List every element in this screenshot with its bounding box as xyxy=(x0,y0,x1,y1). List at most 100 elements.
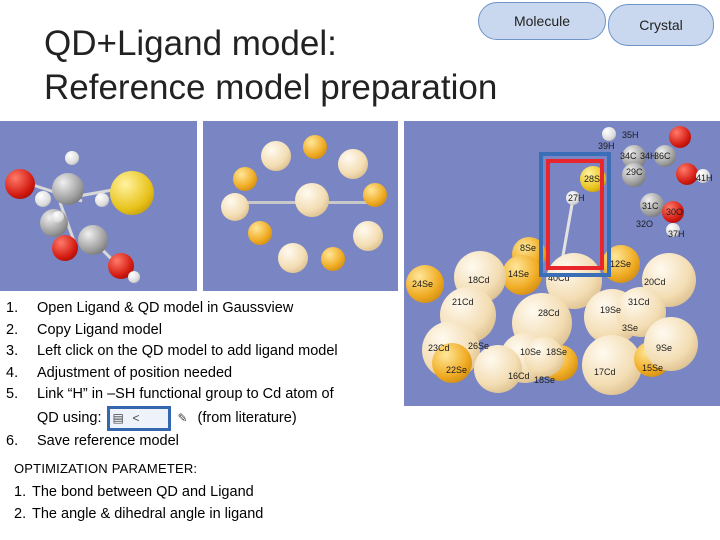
atom-label: 14Se xyxy=(508,269,530,279)
list-item: 3. Left click on the QD model to add lig… xyxy=(6,341,401,363)
step-number: 4. xyxy=(6,364,19,381)
slide-title-line1: QD+Ligand model: xyxy=(44,24,337,63)
cadmium-atom xyxy=(524,337,564,377)
step-text: (from literature) xyxy=(197,409,297,426)
atom-label: 31Cd xyxy=(628,297,650,307)
ligand-link-highlight-inner xyxy=(546,159,604,270)
ligand-model-view xyxy=(0,121,197,291)
atom-label: 18Se xyxy=(534,375,556,385)
atom-label: 8Se xyxy=(520,243,537,253)
qd-ligand-combined-view: 35H 39H 34C 34H 36C 29C 28S 27H 31C 30O … xyxy=(404,121,720,406)
list-item: QD using: ▤ < ✎ (from literature) xyxy=(6,405,401,431)
atom-label: 19Se xyxy=(600,305,622,315)
item-number: 1. xyxy=(14,483,27,500)
angle-icon[interactable]: < xyxy=(132,410,140,425)
step-text: Adjustment of position needed xyxy=(37,364,233,381)
atom-label: 28Cd xyxy=(538,308,560,318)
oxygen-atom xyxy=(5,169,35,199)
list-item: 2. The angle & dihedral angle in ligand xyxy=(14,503,263,526)
atom-label: 18Se xyxy=(546,347,568,357)
optimization-heading: OPTIMIZATION PARAMETER: xyxy=(14,461,198,476)
selenium-atom xyxy=(502,255,542,295)
atom-label: 37H xyxy=(668,229,685,239)
atom-label: 10Se xyxy=(520,347,542,357)
atom-label: 15Se xyxy=(642,363,664,373)
oxygen-atom xyxy=(669,126,691,148)
step-text: QD using: xyxy=(37,409,102,426)
atom-label: 39H xyxy=(598,141,615,151)
atom-label: 21Cd xyxy=(452,297,474,307)
atom-label: 40Cd xyxy=(548,273,570,283)
atom-label: 16Cd xyxy=(508,371,530,381)
qd-model-view xyxy=(203,121,398,291)
atom-label: 26Se xyxy=(468,341,490,351)
step-text: Open Ligand & QD model in Gaussview xyxy=(37,300,294,316)
atom-label: 34H xyxy=(640,151,657,161)
cadmium-atom xyxy=(261,141,291,171)
dihedral-icon[interactable]: ✎ xyxy=(177,411,188,426)
list-item: 4. Adjustment of position needed xyxy=(6,363,401,385)
hydrogen-atom xyxy=(696,169,710,183)
list-item: 6. Save reference model xyxy=(6,431,401,453)
cadmium-atom xyxy=(582,335,642,395)
selenium-atom xyxy=(248,221,272,245)
slide-title-line2: Reference model preparation xyxy=(44,68,498,107)
atom-label: 30O xyxy=(666,207,684,217)
step-number: 3. xyxy=(6,343,19,360)
molecule-nav-button[interactable]: Molecule xyxy=(478,2,606,40)
hydrogen-atom xyxy=(65,151,79,165)
list-item: 5. Link “H” in –SH functional group to C… xyxy=(6,384,401,406)
atom-label: 3Se xyxy=(622,323,639,333)
atom-label: 28S xyxy=(584,174,601,184)
hydrogen-atom xyxy=(35,191,51,207)
slide-title: QD+Ligand model: Reference model prepara… xyxy=(44,22,497,110)
cadmium-atom xyxy=(353,221,383,251)
selenium-atom xyxy=(432,343,472,383)
cadmium-atom xyxy=(338,149,368,179)
item-text: The bond between QD and Ligand xyxy=(32,483,254,500)
hydrogen-atom xyxy=(666,223,680,237)
bond-tool-toolbar[interactable]: ▤ < xyxy=(107,405,172,431)
selenium-atom xyxy=(303,135,327,159)
crystal-nav-button[interactable]: Crystal xyxy=(608,4,714,46)
procedure-steps: 1. Open Ligand & QD model in Gaussview 2… xyxy=(6,298,401,453)
step-number: 2. xyxy=(6,321,19,338)
carbon-atom xyxy=(622,163,646,187)
atom-label: 22Se xyxy=(446,365,468,375)
carbon-atom xyxy=(640,193,664,217)
atom-label: 9Se xyxy=(656,343,673,353)
selenium-atom xyxy=(233,167,257,191)
bond-edit-icon[interactable]: ▤ xyxy=(112,410,124,425)
carbon-atom xyxy=(654,145,676,167)
cadmium-atom xyxy=(295,183,329,217)
atom-label: 18Cd xyxy=(468,275,490,285)
step-text: Link “H” in –SH functional group to Cd a… xyxy=(37,386,334,403)
atom-label: 20Cd xyxy=(644,277,666,287)
hydrogen-atom xyxy=(95,193,109,207)
hydrogen-atom xyxy=(566,191,580,205)
list-item: 1. The bond between QD and Ligand xyxy=(14,481,263,504)
carbon-atom xyxy=(52,173,84,205)
step-number: 1. xyxy=(6,300,19,316)
oxygen-atom xyxy=(662,201,684,223)
optimization-parameters: OPTIMIZATION PARAMETER: 1. The bond betw… xyxy=(14,458,263,526)
sulfur-atom xyxy=(110,171,154,215)
oxygen-atom xyxy=(676,163,698,185)
oxygen-atom xyxy=(52,235,78,261)
step-number: 5. xyxy=(6,386,19,403)
hydrogen-atom xyxy=(52,211,64,223)
cadmium-atom xyxy=(644,317,698,371)
list-item: 1. Open Ligand & QD model in Gaussview xyxy=(6,298,401,320)
ligand-link-highlight-outer xyxy=(539,152,611,277)
atom-label: 12Se xyxy=(610,259,632,269)
selenium-atom xyxy=(321,247,345,271)
atom-label: 36C xyxy=(654,151,671,161)
atom-label: 31C xyxy=(642,201,659,211)
atom-label: 35H xyxy=(622,130,639,140)
step-text: Save reference model xyxy=(37,432,179,449)
atom-label: 34C xyxy=(620,151,637,161)
hydrogen-atom xyxy=(602,127,616,141)
step-text: Left click on the QD model to add ligand… xyxy=(37,343,338,360)
atom-label: 27H xyxy=(568,193,585,203)
atom-label: 17Cd xyxy=(594,367,616,377)
